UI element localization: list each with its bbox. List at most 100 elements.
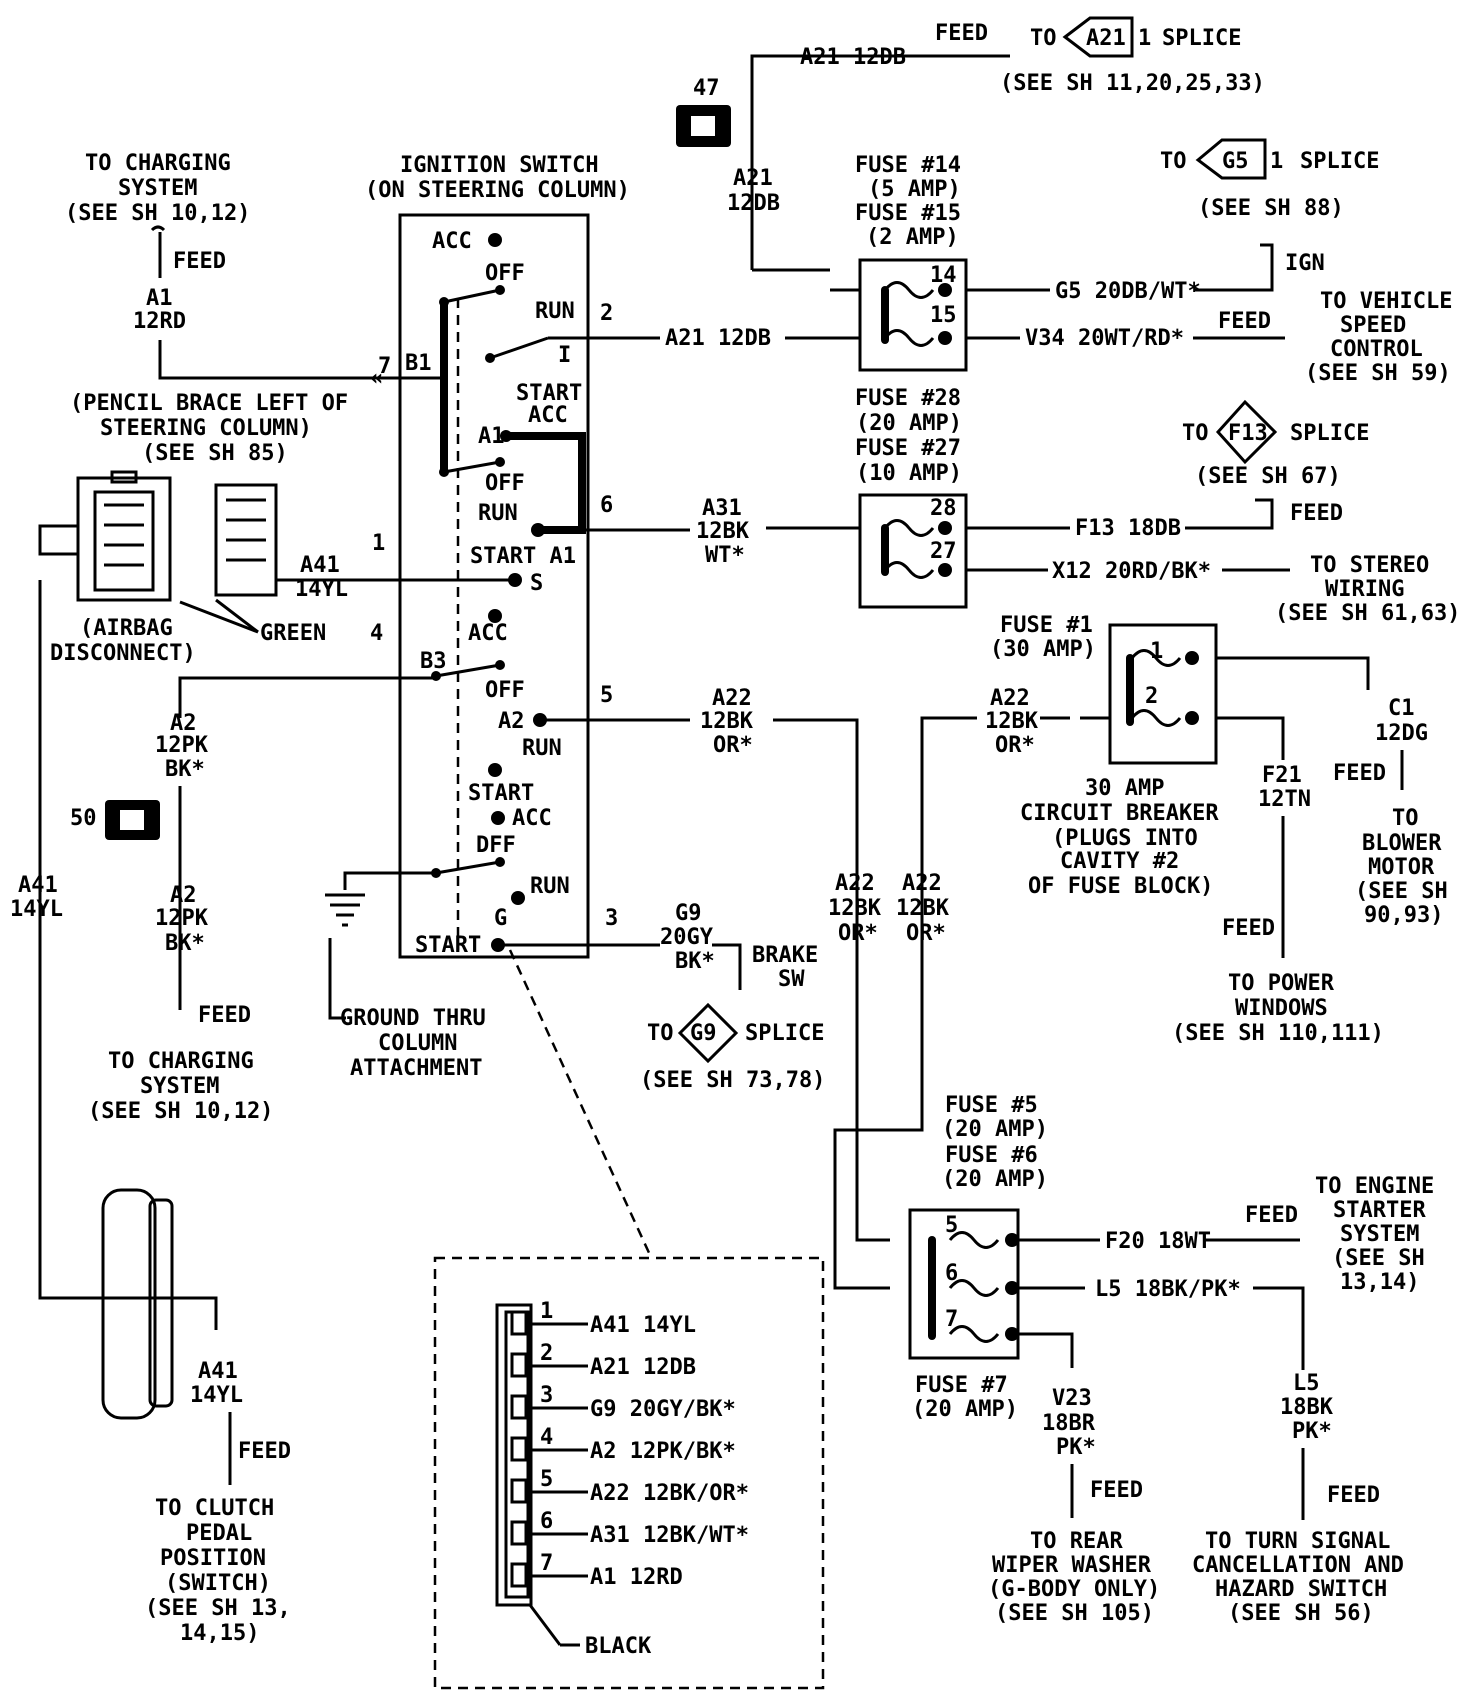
airbag-connector-inner xyxy=(214,483,278,597)
svg-text:FEED: FEED xyxy=(1290,501,1343,526)
svg-text:1: 1 xyxy=(1150,639,1163,664)
svg-text:TO CHARGING: TO CHARGING xyxy=(85,151,231,176)
svg-text:IGN: IGN xyxy=(1285,251,1325,276)
svg-text:A41: A41 xyxy=(198,1359,238,1384)
svg-text:A1: A1 xyxy=(146,286,173,311)
svg-text:(SEE SH 85): (SEE SH 85) xyxy=(142,441,288,466)
svg-text:BK*: BK* xyxy=(165,757,205,782)
clutch-switch-body xyxy=(101,1188,157,1420)
svg-text:GROUND THRU: GROUND THRU xyxy=(340,1006,486,1031)
svg-text:MOTOR: MOTOR xyxy=(1368,855,1435,880)
svg-text:G5 20DB/WT*: G5 20DB/WT* xyxy=(1055,279,1201,304)
svg-text:18BR: 18BR xyxy=(1042,1411,1096,1436)
v23-rear-wiper: V23 18BR PK* FEED TO REAR WIPER WASHER (… xyxy=(988,1332,1160,1626)
svg-text:TO CHARGING: TO CHARGING xyxy=(108,1049,254,1074)
svg-text:A22: A22 xyxy=(990,686,1030,711)
acc2-label: ACC xyxy=(528,403,568,428)
svg-text:(20 AMP): (20 AMP) xyxy=(856,411,962,436)
off3-label: OFF xyxy=(485,678,525,703)
svg-text:TO: TO xyxy=(647,1021,674,1046)
connector-detail-box xyxy=(433,1256,825,1690)
svg-text:12BK: 12BK xyxy=(985,709,1039,734)
pin-3: 3 xyxy=(605,906,618,931)
airbag-disconnect: (AIRBAG DISCONNECT) GREEN A41 14YL xyxy=(38,470,370,666)
fuse-1-circuit-breaker: FUSE #1 (30 AMP) 1 2 30 AMP CIRCUIT BREA… xyxy=(990,613,1260,899)
svg-text:12DG: 12DG xyxy=(1375,721,1428,746)
svg-text:G9: G9 xyxy=(690,1021,717,1046)
svg-text:SYSTEM: SYSTEM xyxy=(118,176,197,201)
x12-stereo: X12 20RD/BK* TO STEREO WIRING (SEE SH 61… xyxy=(1052,553,1460,626)
pin-6: 6 xyxy=(600,493,613,518)
svg-text:FEED: FEED xyxy=(1333,761,1386,786)
svg-text:14YL: 14YL xyxy=(190,1383,243,1408)
pin-4: 4 xyxy=(370,621,383,646)
pin-slot xyxy=(510,1562,528,1588)
svg-text:(SEE SH: (SEE SH xyxy=(1332,1246,1425,1271)
svg-text:OF FUSE BLOCK): OF FUSE BLOCK) xyxy=(1028,874,1213,899)
svg-text:FUSE #6: FUSE #6 xyxy=(945,1143,1038,1168)
svg-text:A21: A21 xyxy=(733,166,773,191)
run4-label: RUN xyxy=(530,874,570,899)
ignition-switch: IGNITION SWITCH (ON STEERING COLUMN) ACC… xyxy=(365,153,630,959)
svg-text:TO: TO xyxy=(1392,806,1419,831)
pencil-brace-note: (PENCIL BRACE LEFT OF STEERING COLUMN) (… xyxy=(70,391,348,466)
svg-text:V34 20WT/RD*: V34 20WT/RD* xyxy=(1025,326,1184,351)
svg-text:(30 AMP): (30 AMP) xyxy=(990,637,1096,662)
svg-text:TO VEHICLE: TO VEHICLE xyxy=(1320,289,1452,314)
f13-splice: TO F13 SPLICE (SEE SH 67) FEED F13 18DB xyxy=(1075,399,1369,541)
svg-text:SPEED: SPEED xyxy=(1340,313,1406,338)
start3-label: START xyxy=(468,781,534,806)
svg-text:A2: A2 xyxy=(170,711,197,736)
svg-text:FEED: FEED xyxy=(238,1439,291,1464)
pin-number: 7 xyxy=(540,1551,553,1576)
svg-text:BK*: BK* xyxy=(675,949,715,974)
svg-text:STEERING COLUMN): STEERING COLUMN) xyxy=(100,416,312,441)
svg-text:13,14): 13,14) xyxy=(1340,1270,1419,1295)
svg-text:12BK: 12BK xyxy=(828,896,882,921)
svg-text:(2 AMP): (2 AMP) xyxy=(866,225,959,250)
a2-left-wire: A2 12PK BK* 50 A2 12PK BK* FEED TO CHARG… xyxy=(70,676,370,1124)
svg-text:L5 18BK/PK*: L5 18BK/PK* xyxy=(1095,1277,1241,1302)
svg-text:HAZARD SWITCH: HAZARD SWITCH xyxy=(1215,1577,1387,1602)
acc4-label: ACC xyxy=(512,806,552,831)
svg-text:A21: A21 xyxy=(1086,26,1126,51)
black-label: BLACK xyxy=(585,1634,652,1659)
svg-text:A22: A22 xyxy=(712,686,752,711)
acc-contact xyxy=(488,233,502,247)
svg-text:12TN: 12TN xyxy=(1258,787,1311,812)
svg-text:PK*: PK* xyxy=(1056,1435,1096,1460)
a31-wire: A31 12BK WT* xyxy=(618,496,750,568)
g-label: G xyxy=(494,906,507,931)
a22-wires: A22 12BK OR* A22 12BK OR* A22 12BK OR* A… xyxy=(618,686,1070,1290)
svg-text:14: 14 xyxy=(930,263,957,288)
svg-text:(20 AMP): (20 AMP) xyxy=(942,1117,1048,1142)
svg-text:X12 20RD/BK*: X12 20RD/BK* xyxy=(1052,559,1211,584)
pin-label: A41 14YL xyxy=(590,1313,696,1338)
svg-text:18BK: 18BK xyxy=(1280,1395,1334,1420)
vsc: V34 20WT/RD* FEED TO VEHICLE SPEED CONTR… xyxy=(1025,289,1452,386)
svg-text:(SEE SH 110,111): (SEE SH 110,111) xyxy=(1172,1021,1384,1046)
svg-text:BK*: BK* xyxy=(165,931,205,956)
top-feed: FEED TO A21 1 SPLICE (SEE SH 11,20,25,33… xyxy=(676,16,1265,272)
pin-number: 5 xyxy=(540,1467,553,1492)
ignition-title: IGNITION SWITCH xyxy=(400,153,599,178)
svg-text:FUSE #28: FUSE #28 xyxy=(855,386,961,411)
svg-text:14,15): 14,15) xyxy=(180,1621,259,1646)
g9-brake: G9 20GY BK* BRAKE SW TO G9 SPLICE (SEE S… xyxy=(618,901,825,1093)
svg-text:FEED: FEED xyxy=(1327,1483,1380,1508)
svg-text:BLOWER: BLOWER xyxy=(1362,831,1442,856)
svg-text:12DB: 12DB xyxy=(727,191,780,216)
svg-text:(SWITCH): (SWITCH) xyxy=(165,1571,271,1596)
svg-text:F21: F21 xyxy=(1262,763,1302,788)
svg-text:FUSE #14: FUSE #14 xyxy=(855,153,961,178)
svg-text:(SEE SH 10,12): (SEE SH 10,12) xyxy=(88,1099,273,1124)
fuse-28-27: FUSE #28 (20 AMP) FUSE #27 (10 AMP) 28 2… xyxy=(766,386,1070,609)
svg-text:28: 28 xyxy=(930,496,957,521)
svg-text:FUSE #27: FUSE #27 xyxy=(855,436,961,461)
svg-text:15: 15 xyxy=(930,303,957,328)
pin-2: 2 xyxy=(600,301,613,326)
